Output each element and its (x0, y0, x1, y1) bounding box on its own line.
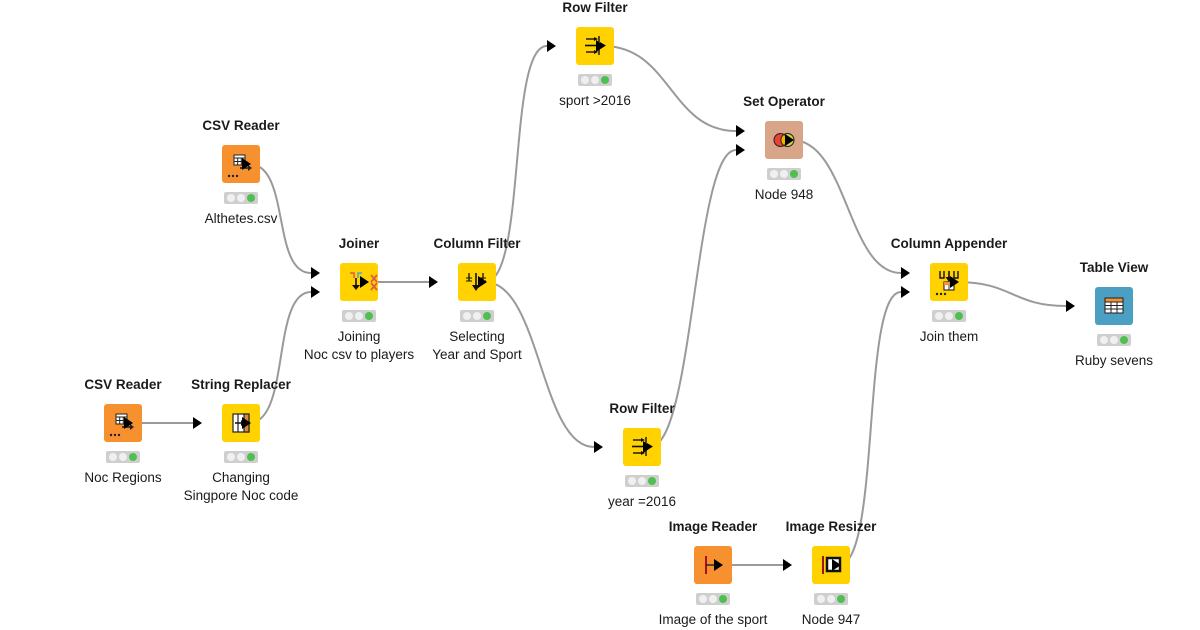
input-port[interactable] (311, 267, 320, 279)
node-title: Row Filter (562, 0, 628, 15)
input-port[interactable] (1066, 300, 1075, 312)
input-port[interactable] (193, 417, 202, 429)
input-port[interactable] (736, 144, 745, 156)
status-indicator (342, 310, 376, 322)
row-filter-icon (632, 437, 653, 456)
input-port[interactable] (547, 40, 556, 52)
string-replacer-icon (232, 413, 250, 433)
status-indicator (767, 168, 801, 180)
input-port[interactable] (429, 276, 438, 288)
column-appender-icon (935, 271, 959, 296)
set-operator-icon (773, 133, 795, 147)
node-annotation[interactable]: Image of the sport (658, 612, 768, 627)
connection-row-filter-year-to-set-operator[interactable] (649, 149, 737, 448)
connection-column-appender-to-table-view[interactable] (956, 281, 1067, 307)
node-box[interactable] (104, 404, 142, 442)
node-title: String Replacer (191, 377, 291, 392)
node-annotation[interactable]: Node 947 (801, 612, 861, 627)
output-port[interactable] (242, 417, 251, 429)
input-port[interactable] (901, 267, 910, 279)
output-port[interactable] (832, 559, 841, 571)
connection-column-filter-to-row-filter-sport[interactable] (484, 45, 548, 283)
node-title: Row Filter (609, 401, 675, 416)
node-title: Set Operator (743, 94, 825, 109)
connection-image-resizer-to-column-appender[interactable] (838, 291, 902, 566)
status-indicator (814, 593, 848, 605)
node-box[interactable] (812, 546, 850, 584)
node-title: Image Resizer (785, 519, 877, 534)
input-port[interactable] (736, 125, 745, 137)
table-view-icon (1104, 297, 1124, 314)
node-annotation[interactable]: Ruby sevens (1074, 353, 1154, 368)
connection-column-filter-to-row-filter-year[interactable] (484, 281, 595, 448)
table-reader-icon (227, 154, 252, 178)
output-port[interactable] (596, 40, 605, 52)
node-annotation[interactable]: Joining Noc csv to players (303, 329, 415, 362)
input-port[interactable] (594, 441, 603, 453)
node-title: Column Filter (433, 236, 521, 251)
node-box[interactable] (1095, 287, 1133, 325)
node-box[interactable] (222, 145, 260, 183)
connection-row-filter-sport-to-set-operator[interactable] (602, 45, 737, 132)
output-port[interactable] (124, 417, 133, 429)
status-indicator (932, 310, 966, 322)
connection-string-replacer-to-joiner[interactable] (248, 291, 312, 424)
node-box[interactable] (765, 121, 803, 159)
node-box[interactable] (458, 263, 496, 301)
status-indicator (578, 74, 612, 86)
node-annotation[interactable]: Selecting Year and Sport (432, 329, 522, 362)
node-box[interactable] (623, 428, 661, 466)
node-title: Table View (1079, 260, 1149, 275)
input-port[interactable] (901, 286, 910, 298)
output-port[interactable] (242, 158, 251, 170)
node-annotation[interactable]: Althetes.csv (204, 211, 278, 226)
output-port[interactable] (360, 276, 369, 288)
output-port[interactable] (714, 559, 723, 571)
output-port[interactable] (785, 134, 794, 146)
status-indicator (224, 192, 258, 204)
input-port[interactable] (311, 286, 320, 298)
node-box[interactable] (694, 546, 732, 584)
node-box[interactable] (576, 27, 614, 65)
status-indicator (106, 451, 140, 463)
node-box[interactable] (930, 263, 968, 301)
column-filter-icon (466, 273, 486, 291)
table-reader-icon (109, 413, 134, 437)
image-reader-icon (705, 556, 722, 574)
output-port[interactable] (950, 276, 959, 288)
node-annotation[interactable]: sport >2016 (559, 93, 631, 108)
output-port[interactable] (478, 276, 487, 288)
input-port[interactable] (783, 559, 792, 571)
node-box[interactable] (222, 404, 260, 442)
node-title: CSV Reader (202, 118, 280, 133)
node-title: Column Appender (890, 236, 1008, 251)
node-annotation[interactable]: Node 948 (754, 187, 814, 202)
node-annotation[interactable]: Join them (919, 329, 979, 344)
status-indicator (625, 475, 659, 487)
status-indicator (460, 310, 494, 322)
node-box[interactable] (340, 263, 378, 301)
status-indicator (224, 451, 258, 463)
status-indicator (1097, 334, 1131, 346)
output-port[interactable] (643, 441, 652, 453)
node-annotation[interactable]: year =2016 (608, 494, 676, 509)
node-title: CSV Reader (84, 377, 162, 392)
image-resizer-icon (822, 556, 842, 574)
status-indicator (696, 593, 730, 605)
node-title: Joiner (338, 236, 380, 251)
row-filter-icon (585, 36, 606, 55)
node-title: Image Reader (668, 519, 758, 534)
connection-set-operator-to-column-appender[interactable] (791, 139, 902, 274)
connection-csv-reader-athletes-to-joiner[interactable] (248, 163, 312, 274)
node-annotation[interactable]: Noc Regions (84, 470, 162, 485)
joiner-icon (350, 272, 378, 291)
node-annotation[interactable]: Changing Singpore Noc code (183, 470, 299, 503)
